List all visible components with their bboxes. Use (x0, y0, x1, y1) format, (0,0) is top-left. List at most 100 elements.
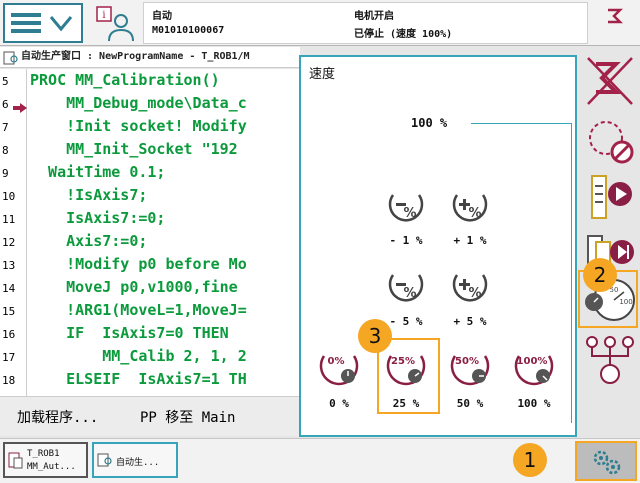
line-number: 17 (2, 351, 16, 364)
code-line[interactable]: !IsAxis7; (30, 186, 148, 204)
speed-plus-1-button[interactable]: % (449, 187, 491, 229)
line-number: 10 (2, 190, 16, 203)
line-number: 16 (2, 328, 16, 341)
speed-minus-1-label: - 1 % (389, 234, 423, 247)
window-title: 自动生产窗口 : NewProgramName - T_ROB1/M (21, 51, 250, 62)
svg-text:%: % (468, 206, 481, 221)
svg-text:50%: 50% (455, 356, 479, 367)
svg-text:100%: 100% (517, 356, 548, 367)
speed-25-label: 25 % (392, 397, 420, 410)
speed-connector-line-vertical (571, 123, 572, 423)
code-editor[interactable]: 5 6 7 8 9 10 11 12 13 14 15 16 17 18 PROC MM_Calibrat… (0, 69, 300, 396)
user-info-button[interactable]: i (93, 3, 138, 43)
window-icon (3, 51, 18, 64)
line-number-gutter: 5 6 7 8 9 10 11 12 13 14 15 16 17 18 (0, 69, 27, 396)
code-line[interactable]: MM_Debug_mode\Data_c (30, 94, 247, 112)
quickset-button[interactable] (575, 441, 637, 481)
program-pointer-icon (13, 103, 27, 113)
user-info-icon: i (96, 6, 134, 42)
speed-minus-1-button[interactable]: % (385, 187, 427, 229)
window-titlebar: 自动生产窗口 : NewProgramName - T_ROB1/M (0, 47, 300, 68)
svg-text:25%: 25% (391, 356, 415, 367)
status-panel: 自动 M01010100067 电机开启 已停止 (速度 100%) (143, 2, 588, 44)
svg-text:0%: 0% (328, 356, 345, 367)
annotation-badge-3: 3 (358, 319, 392, 353)
line-number: 15 (2, 305, 16, 318)
top-status-bar: i 自动 M01010100067 电机开启 已停止 (速度 100%) (0, 0, 640, 46)
speed-0-label: 0 % (329, 397, 349, 410)
pp-to-main-button[interactable]: PP 移至 Main (140, 410, 236, 426)
code-line[interactable]: !Modify p0 before Mo (30, 255, 247, 273)
system-id: M01010100067 (152, 25, 225, 36)
code-line[interactable]: MM_Init_Socket "192 (30, 140, 238, 158)
motor-state: 电机开启 (354, 11, 394, 22)
run-program-button[interactable] (582, 170, 638, 228)
close-icon (608, 8, 624, 24)
task-select-button[interactable] (582, 330, 638, 388)
motors-off-button[interactable] (582, 52, 638, 110)
speed-0-icon: 0% (319, 355, 359, 386)
speed-plus-5-button[interactable]: % (449, 267, 491, 309)
line-number: 14 (2, 282, 16, 295)
speed-100-icon: 100% (514, 355, 554, 386)
load-program-button[interactable]: 加载程序... (17, 410, 99, 426)
line-number: 13 (2, 259, 16, 272)
code-line[interactable]: IsAxis7:=0; (30, 209, 166, 227)
annotation-badge-2: 2 (583, 258, 617, 292)
close-button[interactable] (600, 4, 630, 28)
speed-plus-icon: % (452, 194, 488, 222)
speed-plus-5-label: + 5 % (453, 315, 487, 328)
svg-text:50: 50 (610, 286, 619, 294)
speed-50-label: 50 % (456, 397, 484, 410)
code-line[interactable]: MM_Calib 2, 1, 2 (30, 347, 247, 365)
speed-25-button[interactable]: 25% (385, 346, 427, 388)
code-line[interactable]: PROC MM_Calibration() (30, 71, 220, 89)
hamburger-icon (11, 13, 73, 33)
svg-text:%: % (468, 286, 481, 301)
program-action-bar: 加载程序... PP 移至 Main (0, 396, 300, 436)
code-line[interactable]: !Init socket! Modify (30, 117, 247, 135)
svg-text:100: 100 (619, 298, 632, 306)
task-tree-icon (586, 336, 634, 384)
program-play-icon (591, 175, 632, 219)
main-menu-button[interactable] (3, 3, 83, 43)
code-line[interactable]: IF IsAxis7=0 THEN (30, 324, 229, 342)
task-auto-production[interactable]: 自动生... (92, 442, 178, 478)
speed-minus-icon: % (388, 274, 424, 302)
svg-text:%: % (403, 286, 416, 301)
code-line[interactable]: Axis7:=0; (30, 232, 148, 250)
svg-text:i: i (102, 10, 105, 21)
hold-to-run-button[interactable] (582, 112, 638, 170)
speed-title: 速度 (309, 67, 336, 82)
speed-plus-1-label: + 1 % (453, 234, 487, 247)
line-number: 9 (2, 167, 9, 180)
svg-text:%: % (403, 206, 416, 221)
line-number: 5 (2, 75, 9, 88)
program-icon (8, 452, 23, 469)
speed-0-button[interactable]: 0% (318, 346, 360, 388)
speed-25-icon: 25% (386, 355, 426, 386)
window-icon (97, 453, 112, 467)
line-number: 6 (2, 98, 9, 111)
speed-100-label: 100 % (517, 397, 551, 410)
speed-50-button[interactable]: 50% (449, 346, 491, 388)
speed-minus-5-button[interactable]: % (385, 267, 427, 309)
line-number: 18 (2, 374, 16, 387)
speed-minus-icon: % (388, 194, 424, 222)
code-line[interactable]: MoveJ p0,v1000,fine (30, 278, 238, 296)
line-number: 7 (2, 121, 9, 134)
line-number: 12 (2, 236, 16, 249)
speed-minus-5-label: - 5 % (389, 315, 423, 328)
line-number: 8 (2, 144, 9, 157)
robot-disabled-icon (587, 57, 633, 105)
code-line[interactable]: !ARG1(MoveL=1,MoveJ= (30, 301, 247, 319)
task-t-rob1[interactable]: T_ROB1 MM_Aut... (3, 442, 88, 478)
code-line[interactable]: WaitTime 0.1; (30, 163, 166, 181)
task1-module: MM_Aut... (27, 462, 76, 472)
code-line[interactable]: ELSEIF IsAxis7=1 TH (30, 370, 247, 388)
task2-name: 自动生... (116, 458, 160, 468)
gears-icon (593, 450, 621, 475)
line-number: 11 (2, 213, 16, 226)
speed-100-button[interactable]: 100% (513, 346, 555, 388)
highlight-speed-25 (377, 338, 440, 414)
